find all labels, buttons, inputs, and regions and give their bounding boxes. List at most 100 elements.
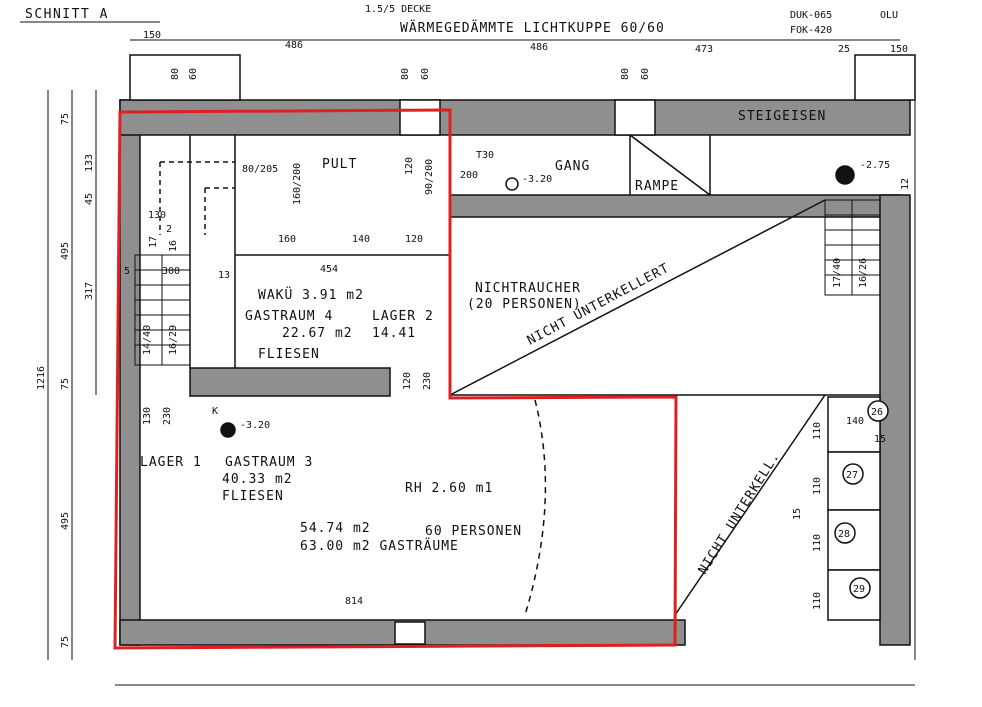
top-dimensions: 150 486 486 473 25 150 80 60 80 60 80 60 [143, 30, 908, 80]
lager1-label: LAGER 1 [140, 455, 202, 470]
door-opening-south [394, 621, 426, 645]
dim-left: 45 [84, 193, 95, 205]
dim-inner: 160 [278, 234, 296, 245]
level-275: -2.75 [860, 160, 890, 171]
area-4033: 40.33 m2 [222, 472, 293, 487]
dim-inner: 454 [320, 264, 338, 275]
dim-inner: 14/40 [142, 325, 153, 355]
dim-opening: 60 [420, 68, 431, 80]
dim-inner: 120 [404, 157, 415, 175]
val-1441: 14.41 [372, 326, 416, 341]
level-markers [220, 165, 855, 438]
gang-label: GANG [555, 159, 590, 174]
box-height: 110 [812, 422, 823, 440]
dim-left: 495 [60, 242, 71, 260]
dim-left: 75 [60, 636, 71, 648]
dim-left: 1216 [36, 366, 47, 390]
ceiling-note: 1.5/5 DECKE [365, 4, 431, 15]
fliesen-1: FLIESEN [258, 347, 320, 362]
unexcavated-diagonal-2 [674, 394, 826, 616]
duct-label-1: DUK-065 [790, 10, 832, 21]
dim-inner: 230 [422, 372, 433, 390]
dim-opening: 80 [400, 68, 411, 80]
storage-box-labels: 26 27 28 29 140 15 110 110 110 15 110 [792, 407, 886, 610]
dim-inner: 17/40 [832, 258, 843, 288]
door-200-label: 200 [460, 170, 478, 181]
dimension-lines [20, 21, 916, 686]
dim-opening: 80 [170, 68, 181, 80]
corner-label: OLU [880, 10, 898, 21]
fliesen-2: FLIESEN [222, 489, 284, 504]
gastraum4-label: GASTRAUM 4 [245, 309, 333, 324]
dim-inner: 130 [148, 210, 166, 221]
left-dimensions: 75 133 45 495 317 1216 75 495 75 [36, 113, 95, 648]
rampe-label: RAMPE [635, 179, 679, 194]
dim-inner: 2 [166, 224, 172, 235]
box-number-27: 27 [846, 470, 858, 481]
lager2-label: LAGER 2 [372, 309, 434, 324]
box-height: 110 [812, 534, 823, 552]
dim-inner: 300 [162, 266, 180, 277]
dim-inner: 17 [148, 236, 159, 248]
box-height: 110 [812, 592, 823, 610]
rh-label: RH 2.60 m1 [405, 481, 493, 496]
storage-box-28 [827, 509, 881, 571]
skylight-label: WÄRMEGEDÄMMTE LICHTKUPPE 60/60 [400, 20, 665, 36]
unexcavated-diagonal-1 [449, 199, 826, 396]
dim-left: 495 [60, 512, 71, 530]
walls [119, 54, 916, 646]
level-marker-gang [505, 177, 519, 191]
nichtraucher-label: NICHTRAUCHER [475, 281, 581, 296]
dim-inner: 16 [168, 240, 179, 252]
staircase-west [134, 254, 191, 366]
dim-inner: 80/205 [242, 164, 278, 175]
highlighted-area-outline [113, 108, 678, 650]
personen-20-label: (20 PERSONEN) [467, 297, 582, 312]
total-area-label: 63.00 m2 GASTRÄUME [300, 538, 459, 554]
dim-inner: 160/200 [292, 163, 303, 205]
dim-left: 75 [60, 113, 71, 125]
dim-inner: 130 [142, 407, 153, 425]
dim-inner: 140 [352, 234, 370, 245]
duct-label-2: FOK-420 [790, 25, 832, 36]
storage-box-markers [834, 400, 889, 599]
box-width-140: 140 [846, 416, 864, 427]
top-labels: SCHNITT A 1.5/5 DECKE WÄRMEGEDÄMMTE LICH… [25, 4, 898, 36]
dim-left: 75 [60, 378, 71, 390]
box-gap-15: 15 [874, 434, 886, 445]
level-320-top: -3.20 [522, 174, 552, 185]
dim-inner: 16/26 [858, 258, 869, 288]
dim-opening: 60 [640, 68, 651, 80]
dim-top: 486 [530, 42, 548, 53]
level-marker-east [835, 165, 855, 185]
inner-dimensions: 160/200 120 90/200 80/205 130 17 16 2 30… [124, 157, 911, 607]
wall-east [879, 194, 911, 646]
dim-inner: 814 [345, 596, 363, 607]
gastraum3-label: GASTRAUM 3 [225, 455, 313, 470]
ramp-diagonal [629, 134, 711, 196]
k-mark: K [212, 406, 218, 417]
dim-top: 486 [285, 40, 303, 51]
ceiling-curve [524, 399, 547, 616]
waku-label: WAKÜ 3.91 m2 [258, 286, 364, 303]
counter-dashed [159, 161, 235, 235]
pult-label: PULT [322, 157, 357, 172]
dim-inner: 120 [402, 372, 413, 390]
dim-top: 150 [143, 30, 161, 41]
steigeisen-label: STEIGEISEN [738, 109, 826, 124]
box-number-26: 26 [871, 407, 883, 418]
wall-west [119, 99, 141, 646]
dim-inner: 5 [124, 266, 130, 277]
dim-top: 25 [838, 44, 850, 55]
box-number-29: 29 [853, 584, 865, 595]
dim-opening: 80 [620, 68, 631, 80]
t30-label: T30 [476, 150, 494, 161]
shaft-east [854, 54, 916, 101]
shaft-west [129, 54, 241, 101]
area-2267: 22.67 m2 [282, 326, 353, 341]
wall-middle [189, 367, 391, 397]
dim-top: 150 [890, 44, 908, 55]
skylight-opening-2 [614, 99, 656, 136]
dim-left: 133 [84, 154, 95, 172]
